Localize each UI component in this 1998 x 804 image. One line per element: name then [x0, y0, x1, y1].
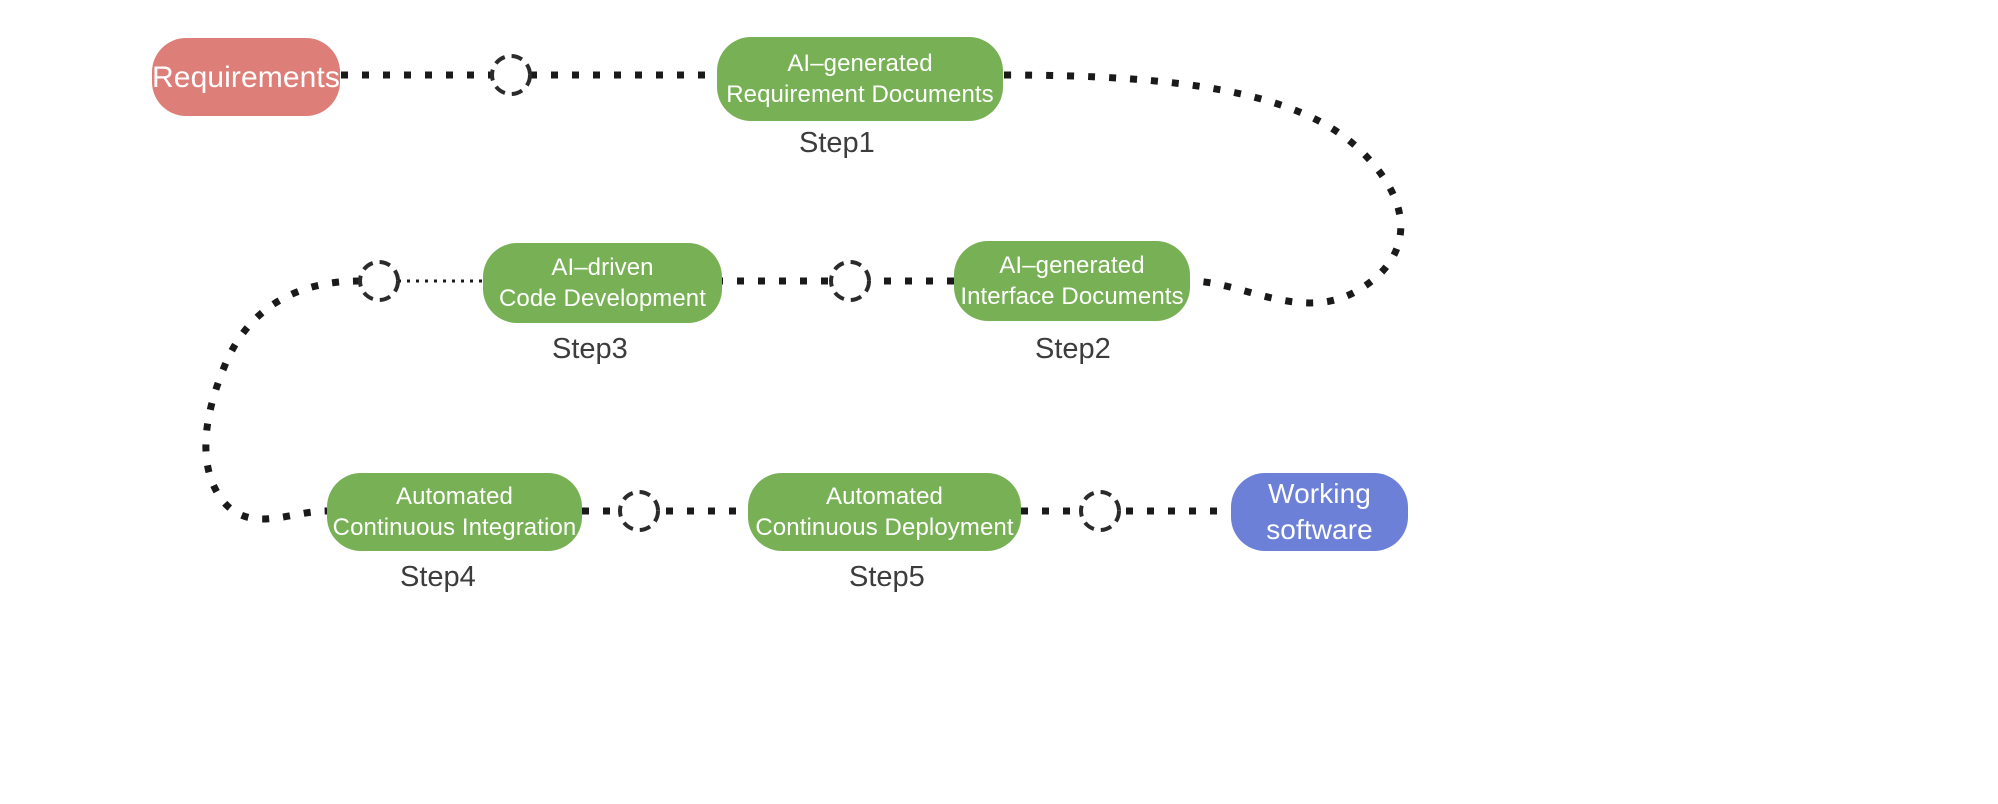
connector-step3-to-step4-curve	[202, 277, 361, 523]
step-label-step5: Step5	[849, 561, 925, 593]
step-label-step2: Step2	[1035, 333, 1111, 365]
node-label-secondary: Continuous Deployment	[755, 514, 1014, 541]
node-label-primary: AI–driven	[551, 253, 654, 281]
node-label-primary: Automated	[826, 482, 943, 510]
node-label-primary: Requirements	[152, 60, 340, 94]
node-label-secondary: software	[1266, 514, 1373, 545]
junction-node-step3-step2	[829, 260, 871, 302]
node-working-software[interactable]: Working software	[1231, 473, 1408, 551]
step-label-step1: Step1	[799, 127, 875, 159]
node-label-secondary: Interface Documents	[960, 283, 1184, 310]
junction-node-requirements-step1	[490, 54, 532, 96]
node-label-primary: AI–generated	[787, 49, 933, 77]
junction-node-step5-working	[1079, 490, 1121, 532]
node-label-primary: Automated	[396, 482, 513, 510]
node-label-primary: AI–generated	[999, 251, 1145, 279]
node-label-secondary: Continuous Integration	[332, 514, 577, 541]
step-label-step3: Step3	[552, 333, 628, 365]
step-label-step4: Step4	[400, 561, 476, 593]
node-requirements[interactable]: Requirements	[152, 38, 340, 116]
node-label-primary: Working	[1268, 477, 1371, 509]
node-label-secondary: Code Development	[498, 285, 707, 312]
junction-node-step4-step5	[618, 490, 660, 532]
junction-node-step3-left	[358, 260, 400, 302]
node-label-secondary: Requirement Documents	[726, 81, 994, 108]
